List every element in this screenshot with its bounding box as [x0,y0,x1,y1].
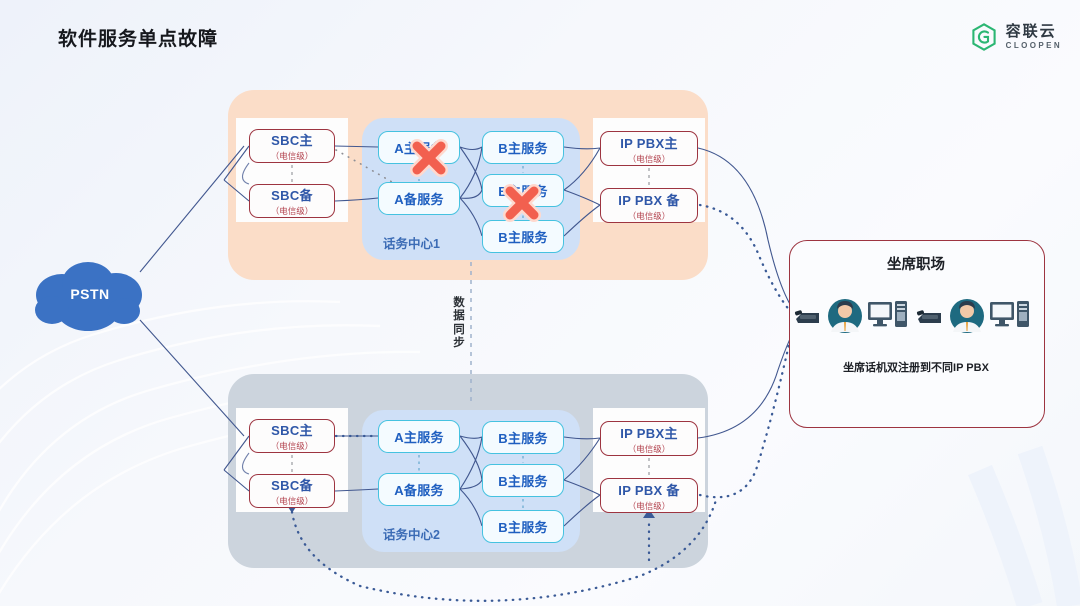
node-b-service-1-1[interactable]: B主服务 [482,131,564,164]
node-ip-pbx-main-2[interactable]: IP PBX主 （电信级） [600,421,698,456]
node-b-service-2-2[interactable]: B主服务 [482,464,564,497]
brand-name-en: CLOOPEN [1005,41,1062,50]
node-subtitle: （电信级） [627,443,671,454]
node-title: IP PBX主 [620,135,678,151]
node-title: IP PBX主 [620,425,678,441]
node-subtitle: （电信级） [627,500,671,511]
node-title: A主服务 [394,430,444,445]
cloopen-hexagon-icon [971,23,996,51]
node-b-service-1-3[interactable]: B主服务 [482,220,564,253]
agent-workstation-2 [915,296,1031,336]
node-b-service-2-1[interactable]: B主服务 [482,421,564,454]
node-title: B主服务 [498,520,548,535]
node-ip-pbx-main-1[interactable]: IP PBX主 （电信级） [600,131,698,166]
node-subtitle: （电信级） [270,206,314,216]
agent-workplace-title: 坐席职场 [887,257,945,273]
failover-route [290,149,802,602]
node-a-backup-service-1[interactable]: A备服务 [378,182,460,215]
agent-avatar-icon [828,299,862,333]
agent-avatar-icon [950,299,984,333]
node-title: A备服务 [394,483,444,498]
data-sync-label-line2: 同步 [453,323,465,349]
node-subtitle: （电信级） [270,151,314,161]
page-title: 软件服务单点故障 [58,29,219,50]
node-title: B主服务 [498,141,548,156]
node-subtitle: （电信级） [627,153,671,164]
brand-logo: 容联云 CLOOPEN [969,22,1062,52]
desk-phone-icon [794,310,819,323]
node-a-main-service-2[interactable]: A主服务 [378,420,460,453]
node-sbc-backup-2[interactable]: SBC备 （电信级） [249,474,335,508]
brand-name-cn: 容联云 [1005,23,1057,40]
node-title: IP PBX 备 [618,192,680,208]
pstn-cloud [35,262,142,331]
node-title: B主服务 [498,431,548,446]
center-1-label: 话务中心1 [383,237,440,251]
node-sbc-backup-1[interactable]: SBC备 （电信级） [249,184,335,218]
node-subtitle: （电信级） [270,496,314,506]
node-title: B主服务 [498,474,548,489]
agent-workplace-panel [789,240,1045,428]
pstn-label: PSTN [70,286,110,302]
node-a-backup-service-2[interactable]: A备服务 [378,473,460,506]
node-title: SBC主 [271,423,313,438]
node-title: B主服务 [498,230,548,245]
desk-phone-icon [916,310,941,323]
data-sync-label-line1: 数据 [453,297,465,323]
failure-x-icon [503,184,541,222]
center-2-label: 话务中心2 [383,528,440,542]
node-title: A备服务 [394,192,444,207]
failure-x-icon [410,139,448,177]
node-b-service-2-3[interactable]: B主服务 [482,510,564,543]
node-sbc-main-2[interactable]: SBC主 （电信级） [249,419,335,453]
node-subtitle: （电信级） [627,210,671,221]
node-title: IP PBX 备 [618,482,680,498]
node-ip-pbx-backup-2[interactable]: IP PBX 备 （电信级） [600,478,698,513]
node-title: SBC备 [271,188,313,203]
agent-workplace-note: 坐席话机双注册到不同IP PBX [843,362,989,374]
node-sbc-main-1[interactable]: SBC主 （电信级） [249,129,335,163]
node-title: SBC主 [271,133,313,148]
node-ip-pbx-backup-1[interactable]: IP PBX 备 （电信级） [600,188,698,223]
node-title: SBC备 [271,478,313,493]
computer-icon [990,301,1029,327]
data-sync-label: 数据 同步 [450,297,468,350]
node-subtitle: （电信级） [270,441,314,451]
computer-icon [868,301,907,327]
agent-workstation-1 [793,296,909,336]
